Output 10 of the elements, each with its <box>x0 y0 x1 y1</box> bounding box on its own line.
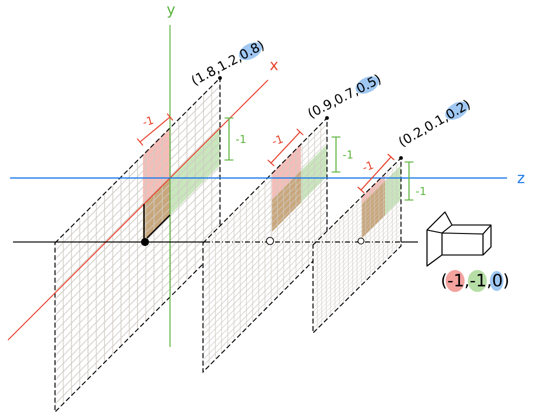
axis-label: y <box>167 6 175 18</box>
dimension-label: -1 <box>343 150 352 158</box>
dimension-label: -1 <box>272 135 283 144</box>
dimension-label: -1 <box>236 135 246 143</box>
axis-label: z <box>518 174 524 184</box>
dimension-label: -1 <box>143 116 154 125</box>
axis-label: x <box>270 62 278 70</box>
dimension-label: -1 <box>363 161 374 170</box>
coordinate-label: (-1,-1,0) <box>442 270 508 292</box>
dimension-label: -1 <box>416 187 426 195</box>
